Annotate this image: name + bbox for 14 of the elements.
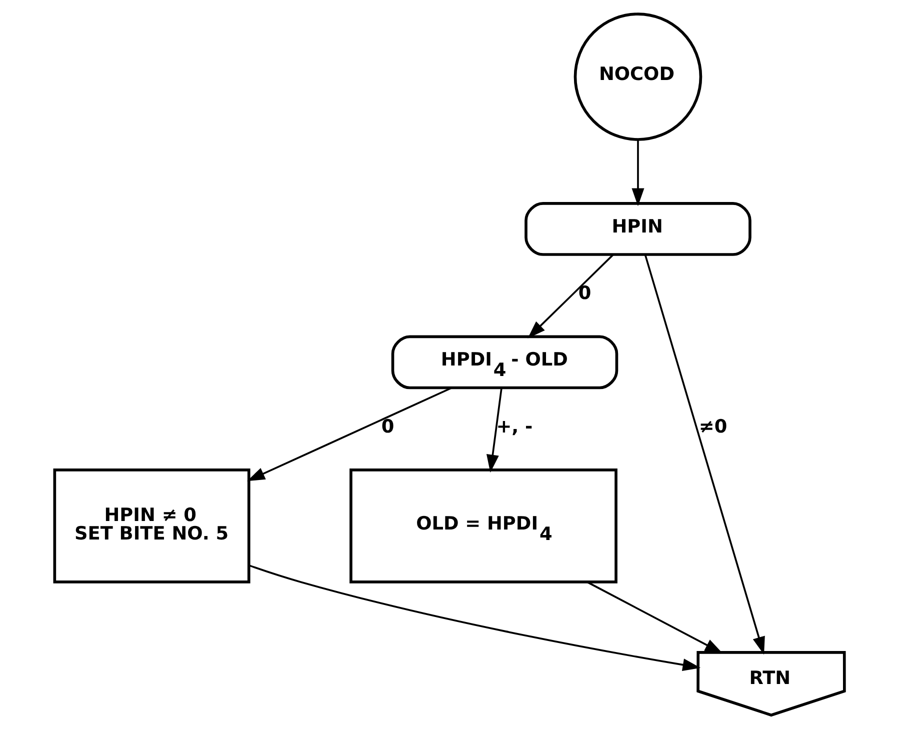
node-circle: NOCOD — [573, 12, 702, 141]
edge-label: ≠0 — [698, 416, 727, 438]
edge-label: 0 — [578, 283, 591, 304]
arrow — [486, 388, 502, 473]
arrow — [644, 254, 764, 655]
arrow — [527, 254, 614, 338]
arrow — [248, 564, 700, 672]
arrow — [586, 581, 722, 654]
arrow — [246, 387, 452, 482]
node-box: HPIN ≠ 0 SET BITE NO. 5 — [52, 468, 250, 584]
node-box: HPIN — [524, 202, 751, 256]
edge-label: 0 — [380, 416, 394, 438]
edge-label: +, - — [496, 416, 532, 438]
arrow — [631, 140, 644, 206]
